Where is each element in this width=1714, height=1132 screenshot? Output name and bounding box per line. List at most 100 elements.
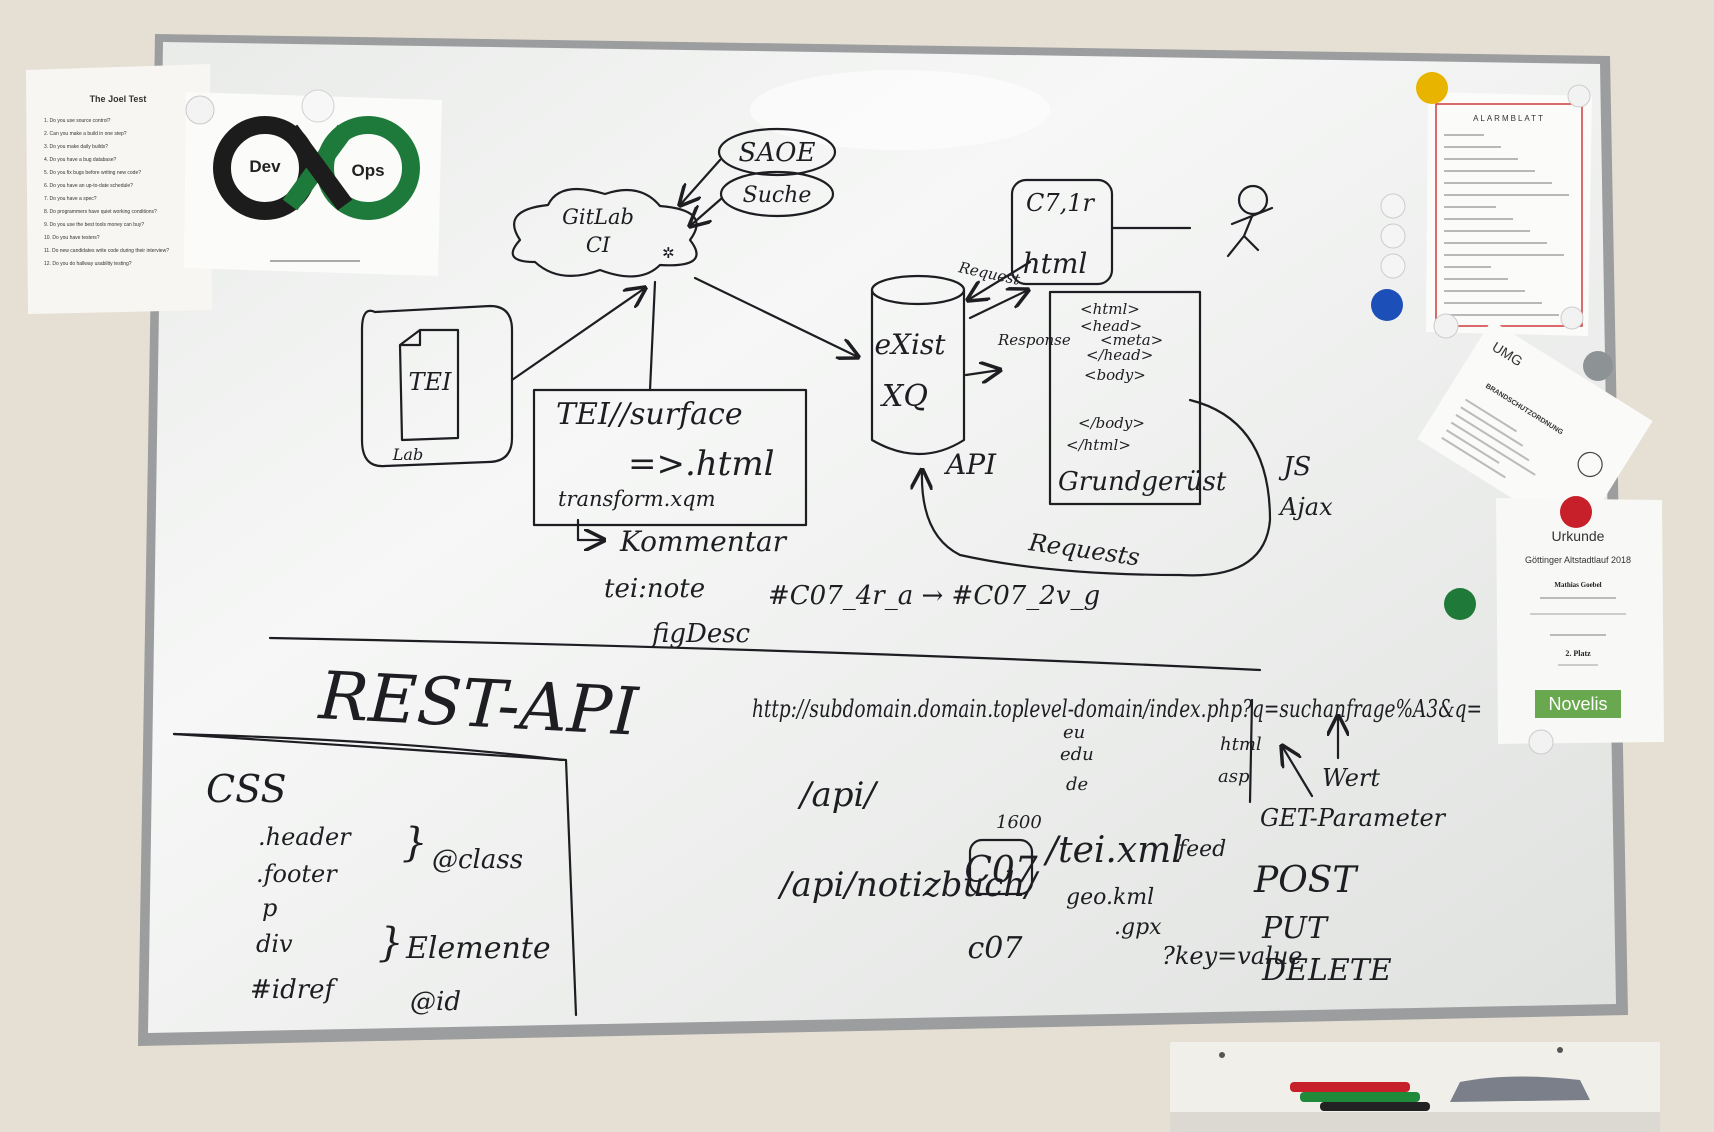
svg-text:Dev: Dev xyxy=(249,157,281,176)
svg-text:div: div xyxy=(256,930,293,958)
joel-test-item: 12. Do you do hallway usability testing? xyxy=(44,261,132,267)
svg-text:CSS: CSS xyxy=(206,767,286,811)
joel-test-item: 10. Do you have testers? xyxy=(44,235,100,241)
svg-text:The Joel Test: The Joel Test xyxy=(90,94,147,104)
svg-text:DELETE: DELETE xyxy=(1261,953,1392,988)
tei-file-icon xyxy=(398,328,460,442)
green-marker xyxy=(1300,1092,1420,1102)
html-code-line: </body> xyxy=(1078,414,1145,432)
svg-text:Lab: Lab xyxy=(392,445,423,464)
devops-infinity-logo xyxy=(213,116,420,220)
svg-text:/api/notizbuch/: /api/notizbuch/ xyxy=(777,865,1040,905)
red-magnet xyxy=(1560,496,1592,528)
svg-text:tei:note: tei:note xyxy=(604,574,705,604)
svg-text:p: p xyxy=(262,894,277,922)
html-code-line: </html> xyxy=(1066,436,1131,454)
devops-logo-paper: Dev Ops xyxy=(184,92,442,276)
svg-text:POST: POST xyxy=(1253,860,1359,901)
svg-text:REST-API: REST-API xyxy=(316,657,642,751)
joel-test-item: 8. Do programmers have quiet working con… xyxy=(44,209,157,215)
svg-text:}: } xyxy=(402,820,427,866)
divider-line xyxy=(268,636,1262,672)
magnets xyxy=(185,72,1613,755)
joel-test-item: 2. Can you make a build in one step? xyxy=(44,131,127,137)
svg-text:Response: Response xyxy=(997,331,1071,349)
html-code-line: <meta> xyxy=(1100,331,1163,349)
urkunde-certificate: Urkunde Göttinger Altstadtlauf 2018 Math… xyxy=(1496,498,1664,744)
svg-text:figDesc: figDesc xyxy=(650,619,751,649)
svg-text:PUT: PUT xyxy=(1261,911,1329,946)
alarmblatt-paper: ALARMBLATT xyxy=(1426,92,1592,336)
svg-text:transform.xqm: transform.xqm xyxy=(558,487,716,511)
svg-text:/tei.xml: /tei.xml xyxy=(1043,830,1183,871)
umg-brandschutz-paper: UMG BRANDSCHUTZORDNUNG xyxy=(1417,320,1653,540)
svg-text:/api/: /api/ xyxy=(797,775,879,815)
svg-text:SAOE: SAOE xyxy=(739,138,816,168)
lab-box xyxy=(360,304,514,468)
novelis-logo xyxy=(1535,690,1621,718)
svg-text:.footer: .footer xyxy=(256,860,338,888)
red-marker xyxy=(1290,1082,1410,1092)
joel-test-item: 3. Do you make daily builds? xyxy=(44,144,108,150)
svg-text:eXist: eXist xyxy=(874,328,946,361)
gray-magnet xyxy=(1583,351,1613,381)
yellow-magnet xyxy=(1416,72,1448,104)
css-box: CSS .header .footer p div #idref } @clas… xyxy=(172,732,578,1017)
html-code-line: <html> xyxy=(1080,300,1140,318)
svg-text:Elemente: Elemente xyxy=(405,931,551,966)
svg-text:C7,1r: C7,1r xyxy=(1026,189,1096,217)
svg-text:Ops: Ops xyxy=(351,161,384,180)
gitlab-ci-cloud xyxy=(511,187,698,278)
html-code-line: </head> xyxy=(1086,346,1153,364)
svg-text:XQ: XQ xyxy=(880,379,928,414)
top-flow-diagram: SAOE Suche GitLab CI ✲ TEI Lab TEI//surf… xyxy=(360,127,1333,649)
joel-test-item: 1. Do you use source control? xyxy=(44,118,111,124)
svg-text:de: de xyxy=(1066,774,1088,795)
svg-text:GitLab: GitLab xyxy=(562,205,634,229)
marker-tray xyxy=(1170,1042,1660,1132)
green-magnet xyxy=(1444,588,1476,620)
black-marker xyxy=(1320,1102,1430,1111)
suche-bubble xyxy=(719,170,835,218)
svg-text:geo.kml: geo.kml xyxy=(1066,885,1154,910)
svg-text:C07: C07 xyxy=(964,850,1037,891)
svg-text:@class: @class xyxy=(432,845,523,875)
svg-text:CI: CI xyxy=(586,233,611,257)
svg-text:TEI: TEI xyxy=(408,368,452,396)
svg-text:Kommentar: Kommentar xyxy=(619,525,788,558)
svg-text:feed: feed xyxy=(1176,837,1226,862)
svg-text:2. Platz: 2. Platz xyxy=(1565,649,1591,658)
transform-box xyxy=(532,388,808,527)
svg-text:html: html xyxy=(1220,734,1262,755)
svg-text:TEI//surface: TEI//surface xyxy=(556,397,743,432)
svg-text:Urkunde: Urkunde xyxy=(1552,528,1605,544)
svg-text:?key=value: ?key=value xyxy=(1162,942,1302,970)
svg-text:API: API xyxy=(943,448,997,481)
html-page-box xyxy=(1010,178,1114,286)
html-code-line: <body> xyxy=(1084,366,1146,384)
svg-text:http://subdomain.domain.toplev: http://subdomain.domain.toplevel-domain/… xyxy=(752,695,1482,723)
svg-text:JS: JS xyxy=(1278,452,1311,482)
svg-text:eu: eu xyxy=(1063,722,1085,743)
c07-box xyxy=(968,838,1034,896)
gear-icon: ✲ xyxy=(662,244,675,262)
svg-text:=>.html: =>.html xyxy=(628,444,774,484)
svg-text:.gpx: .gpx xyxy=(1114,915,1162,940)
joel-test-item: 6. Do you have an up-to-date schedule? xyxy=(44,183,133,189)
saoe-bubble xyxy=(717,127,837,177)
joel-test-paper: The Joel Test 1. Do you use source contr… xyxy=(26,64,212,314)
rest-api-section: REST-API http://subdomain.domain.topleve… xyxy=(172,657,1482,988)
blue-magnet xyxy=(1371,289,1403,321)
svg-text:ALARMBLATT: ALARMBLATT xyxy=(1473,114,1545,123)
svg-text:Novelis: Novelis xyxy=(1548,694,1607,714)
svg-text:html: html xyxy=(1023,247,1088,280)
svg-text:Mathias Goebel: Mathias Goebel xyxy=(1554,581,1601,589)
joel-test-item: 4. Do you have a bug database? xyxy=(44,157,116,163)
svg-text:edu: edu xyxy=(1060,744,1094,765)
html-code-line: <head> xyxy=(1080,317,1142,335)
svg-text:Grundgerüst: Grundgerüst xyxy=(1058,467,1227,497)
user-stick-figure xyxy=(1226,184,1274,258)
svg-text:Suche: Suche xyxy=(743,183,812,208)
svg-text:#idref: #idref xyxy=(250,975,339,1005)
